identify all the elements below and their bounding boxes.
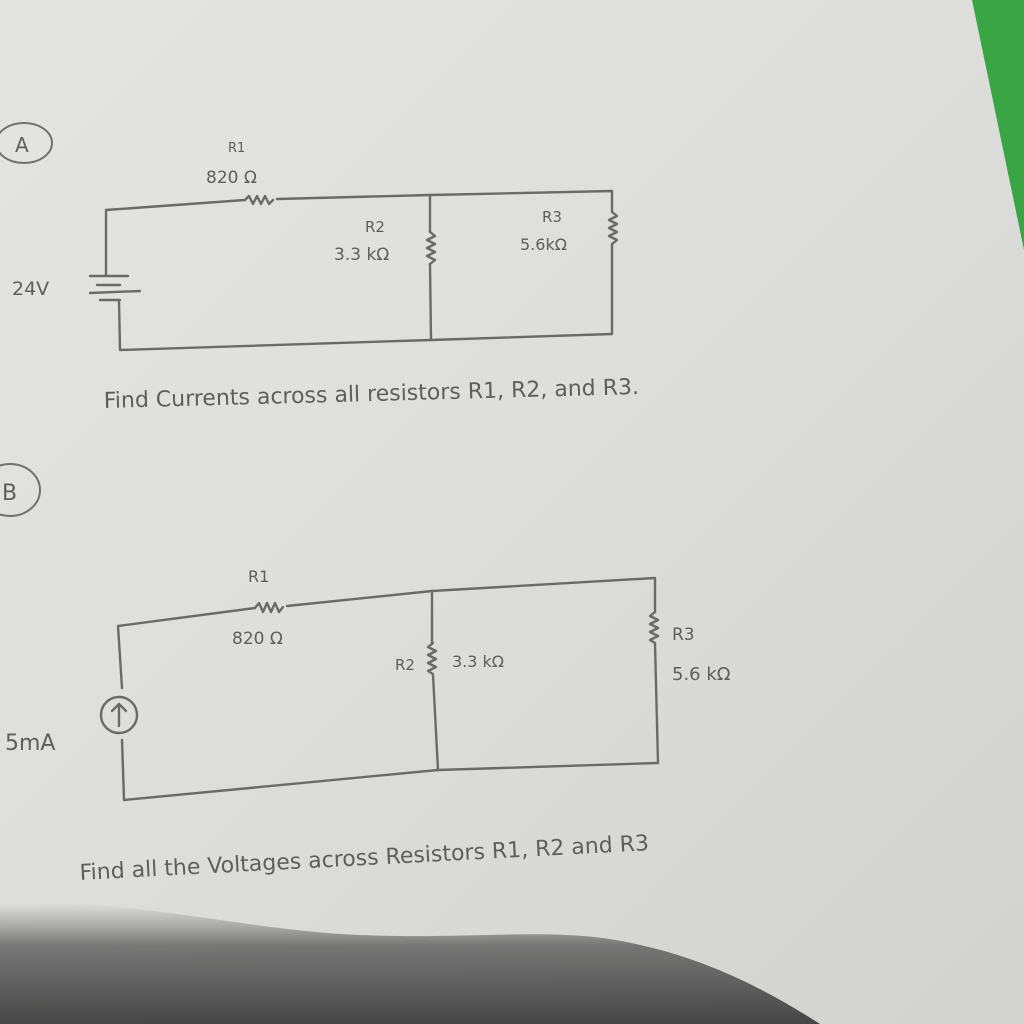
a-r2-name: R2 [365,218,385,236]
b-current-source [99,695,139,735]
marker-a-circle [0,122,53,164]
b-r1-value: 820 Ω [232,629,283,649]
a-r1-name: R1 [228,141,245,156]
a-top-wire [275,189,614,214]
b-r3-name: R3 [672,625,695,645]
b-r3-value: 5.6 kΩ [672,664,731,685]
b-r1-resistor [253,601,285,614]
b-r2-resistor [426,641,438,676]
a-r3-resistor [607,210,619,248]
marker-b-label: B [2,481,17,506]
camera-shadow [0,903,820,1024]
a-r3-name: R3 [542,208,562,226]
b-r2-branch [430,589,440,772]
a-battery [88,274,142,302]
a-r3-value: 5.6kΩ [520,235,567,254]
b-right-bottom-wire [120,642,660,802]
a-right-wire [117,244,614,352]
marker-a-label: A [15,133,29,157]
b-current-arrow-icon [110,702,128,728]
b-source-label: 5mA [5,731,55,756]
a-battery-label: 24V [12,278,49,300]
b-r1-name: R1 [248,567,269,586]
b-left-top-wire [116,606,257,690]
a-top-left-wire [104,198,247,277]
b-top-wire [285,576,657,614]
b-r2-name: R2 [395,656,415,674]
a-r2-resistor [425,230,437,266]
a-r2-branch [428,193,433,342]
a-r1-resistor [243,194,275,206]
a-r1-value: 820 Ω [206,168,257,188]
b-r3-resistor [648,610,660,646]
marker-b-circle [0,463,41,517]
a-r2-value: 3.3 kΩ [334,245,389,265]
b-r2-value: 3.3 kΩ [452,652,504,671]
